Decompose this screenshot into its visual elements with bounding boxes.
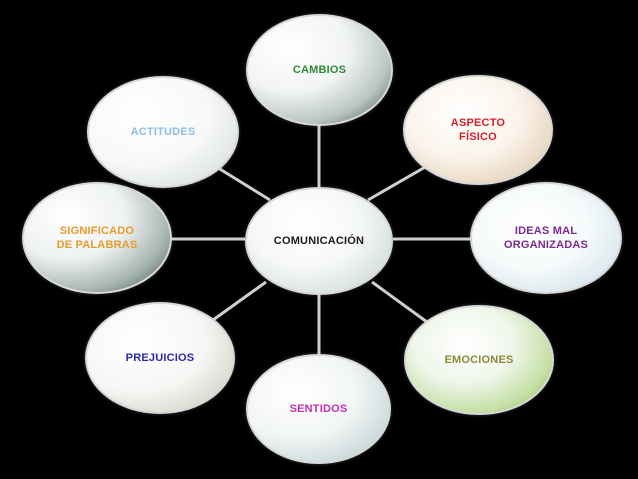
node-emociones-label: EMOCIONES: [444, 354, 514, 366]
node-actitudes-label: ACTITUDES: [130, 126, 196, 138]
node-significado-de-palabras: SIGNIFICADO DE PALABRAS: [22, 182, 172, 294]
node-aspecto-fisico: ASPECTO FÍSICO: [403, 75, 553, 185]
node-significado-de-palabras-label: SIGNIFICADO DE PALABRAS: [56, 225, 138, 251]
node-prejuicios-label: PREJUICIOS: [125, 352, 195, 364]
node-ideas-mal-organizadas: IDEAS MAL ORGANIZADAS: [470, 182, 622, 294]
connector-emociones: [371, 280, 428, 324]
node-aspecto-fisico-label: ASPECTO FÍSICO: [450, 117, 506, 143]
node-emociones: EMOCIONES: [404, 305, 554, 415]
node-sentidos-label: SENTIDOS: [289, 403, 348, 415]
center-node-label: COMUNICACIÓN: [273, 235, 365, 247]
connector-aspecto: [367, 164, 428, 202]
node-cambios: CAMBIOS: [246, 14, 393, 126]
node-prejuicios: PREJUICIOS: [85, 302, 235, 414]
connector-actitudes: [214, 164, 271, 202]
connector-prejuicios: [212, 280, 267, 322]
node-cambios-label: CAMBIOS: [292, 64, 347, 76]
node-ideas-mal-organizadas-label: IDEAS MAL ORGANIZADAS: [503, 225, 589, 251]
node-actitudes: ACTITUDES: [87, 76, 239, 188]
center-node-comunicacion: COMUNICACIÓN: [245, 187, 393, 295]
node-sentidos: SENTIDOS: [246, 354, 391, 464]
